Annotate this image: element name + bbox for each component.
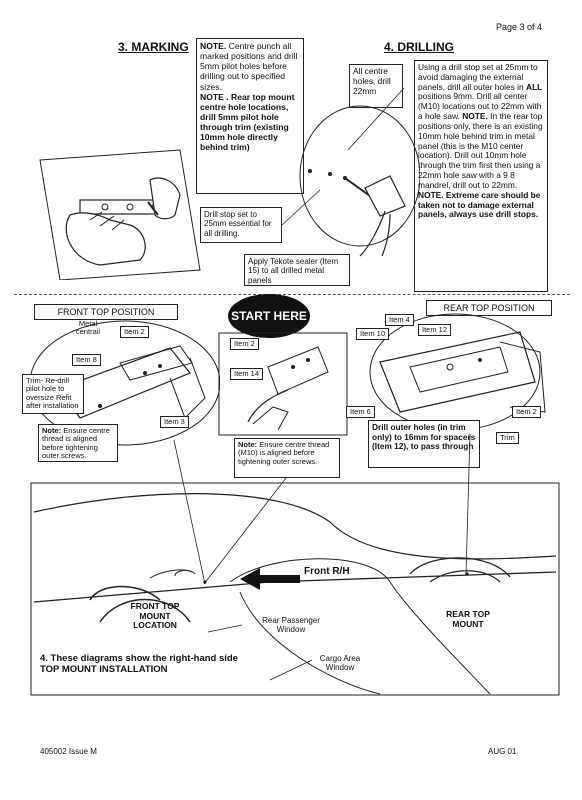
diagram-caption-line1: 4. These diagrams show the right-hand si… [40,653,238,664]
center-note-lead: Note: [238,440,258,449]
marking-title: 3. MARKING [118,40,189,54]
center-note-box: Note: Ensure centre thread (M10) is alig… [234,438,340,478]
drill-stop-box: Drill stop set to 25mm essential for all… [200,207,282,243]
rear-trim-label: Trim [496,432,519,445]
drill-outer-box: Drill outer holes (in trim only) to 16mm… [368,420,480,468]
front-top-mount-label: FRONT TOP MOUNT LOCATION [130,601,180,631]
front-item3-label: Item 3 [160,416,189,429]
drilling-instructions-2: positions 9mm. Drill all center (M10) lo… [418,91,542,122]
marking-note-box: NOTE. Centre punch all marked positions … [196,38,304,194]
front-note-lead: Note: [42,426,62,435]
drilling-instructions-all: ALL [526,81,543,92]
marking-note2-lead: NOTE . [200,91,229,102]
marking-note-text: Centre punch all marked positions and dr… [200,41,298,92]
drilling-instructions-box: Using a drill stop set at 25mm to avoid … [414,60,548,292]
drilling-note-text: In the rear top positions only, there is… [418,111,543,190]
centre-holes-box: All centre holes, drill 22mm [349,64,403,108]
section-divider [14,294,570,295]
front-note-box: Note: Ensure centre thread is aligned be… [38,424,118,462]
front-rh-label: Front R/H [304,566,350,577]
diagram-caption: 4. These diagrams show the right-hand si… [40,653,240,676]
rear-passenger-window-label: Rear Passenger Window [262,616,320,635]
front-item2-label: Item 2 [120,326,149,339]
marking-note2-text: Rear top mount centre hole locations, dr… [200,91,295,153]
drilling-title: 4. DRILLING [384,40,455,54]
rear-item10-label: Item 10 [356,328,390,341]
marking-note-lead: NOTE. [200,41,227,51]
rear-item12-label: Item 12 [418,324,452,337]
drilling-note-lead: NOTE. [462,111,488,122]
footer-doc-id: 405002 Issue M [40,747,97,756]
front-item8-label: Item 8 [72,354,101,367]
front-rh-arrow [240,568,300,590]
drilling-instructions-1: Using a drill stop set at 25mm to avoid … [418,62,538,92]
center-item14-label: Item 14 [230,368,264,381]
rear-top-title: REAR TOP POSITION [426,300,552,316]
footer-date: AUG 01 [488,747,517,756]
center-note-text: Ensure centre thread (M10) is aligned be… [238,440,330,466]
center-illustration [218,332,348,436]
rear-top-mount-label: REAR TOP MOUNT [446,609,490,629]
drilling-note2: NOTE. Extreme care should be taken not t… [418,189,541,220]
start-here-badge: START HERE [228,294,310,338]
diagram-caption-line2: TOP MOUNT INSTALLATION [40,663,168,675]
rear-item6-label: Item 6 [346,406,375,419]
front-note-text: Ensure centre thread is aligned before t… [42,426,110,460]
drilling-illustration [299,105,420,257]
tekote-box: Apply Tekote sealer (Item 15) to all dri… [244,254,350,286]
rear-item4-label: Item 4 [385,314,414,327]
front-top-title: FRONT TOP POSITION [34,304,178,320]
trim-redrill-box: Trim- Re-drill pilot hole to oversize Re… [22,374,84,414]
metal-centrail-label: Metal centrail [75,319,101,337]
page-number: Page 3 of 4 [495,22,542,32]
cargo-area-window-label: Cargo Area Window [319,654,361,673]
center-item2-label: Item 2 [230,338,259,351]
rear-item2-label: Item 2 [512,406,541,419]
marking-illustration [39,149,201,280]
